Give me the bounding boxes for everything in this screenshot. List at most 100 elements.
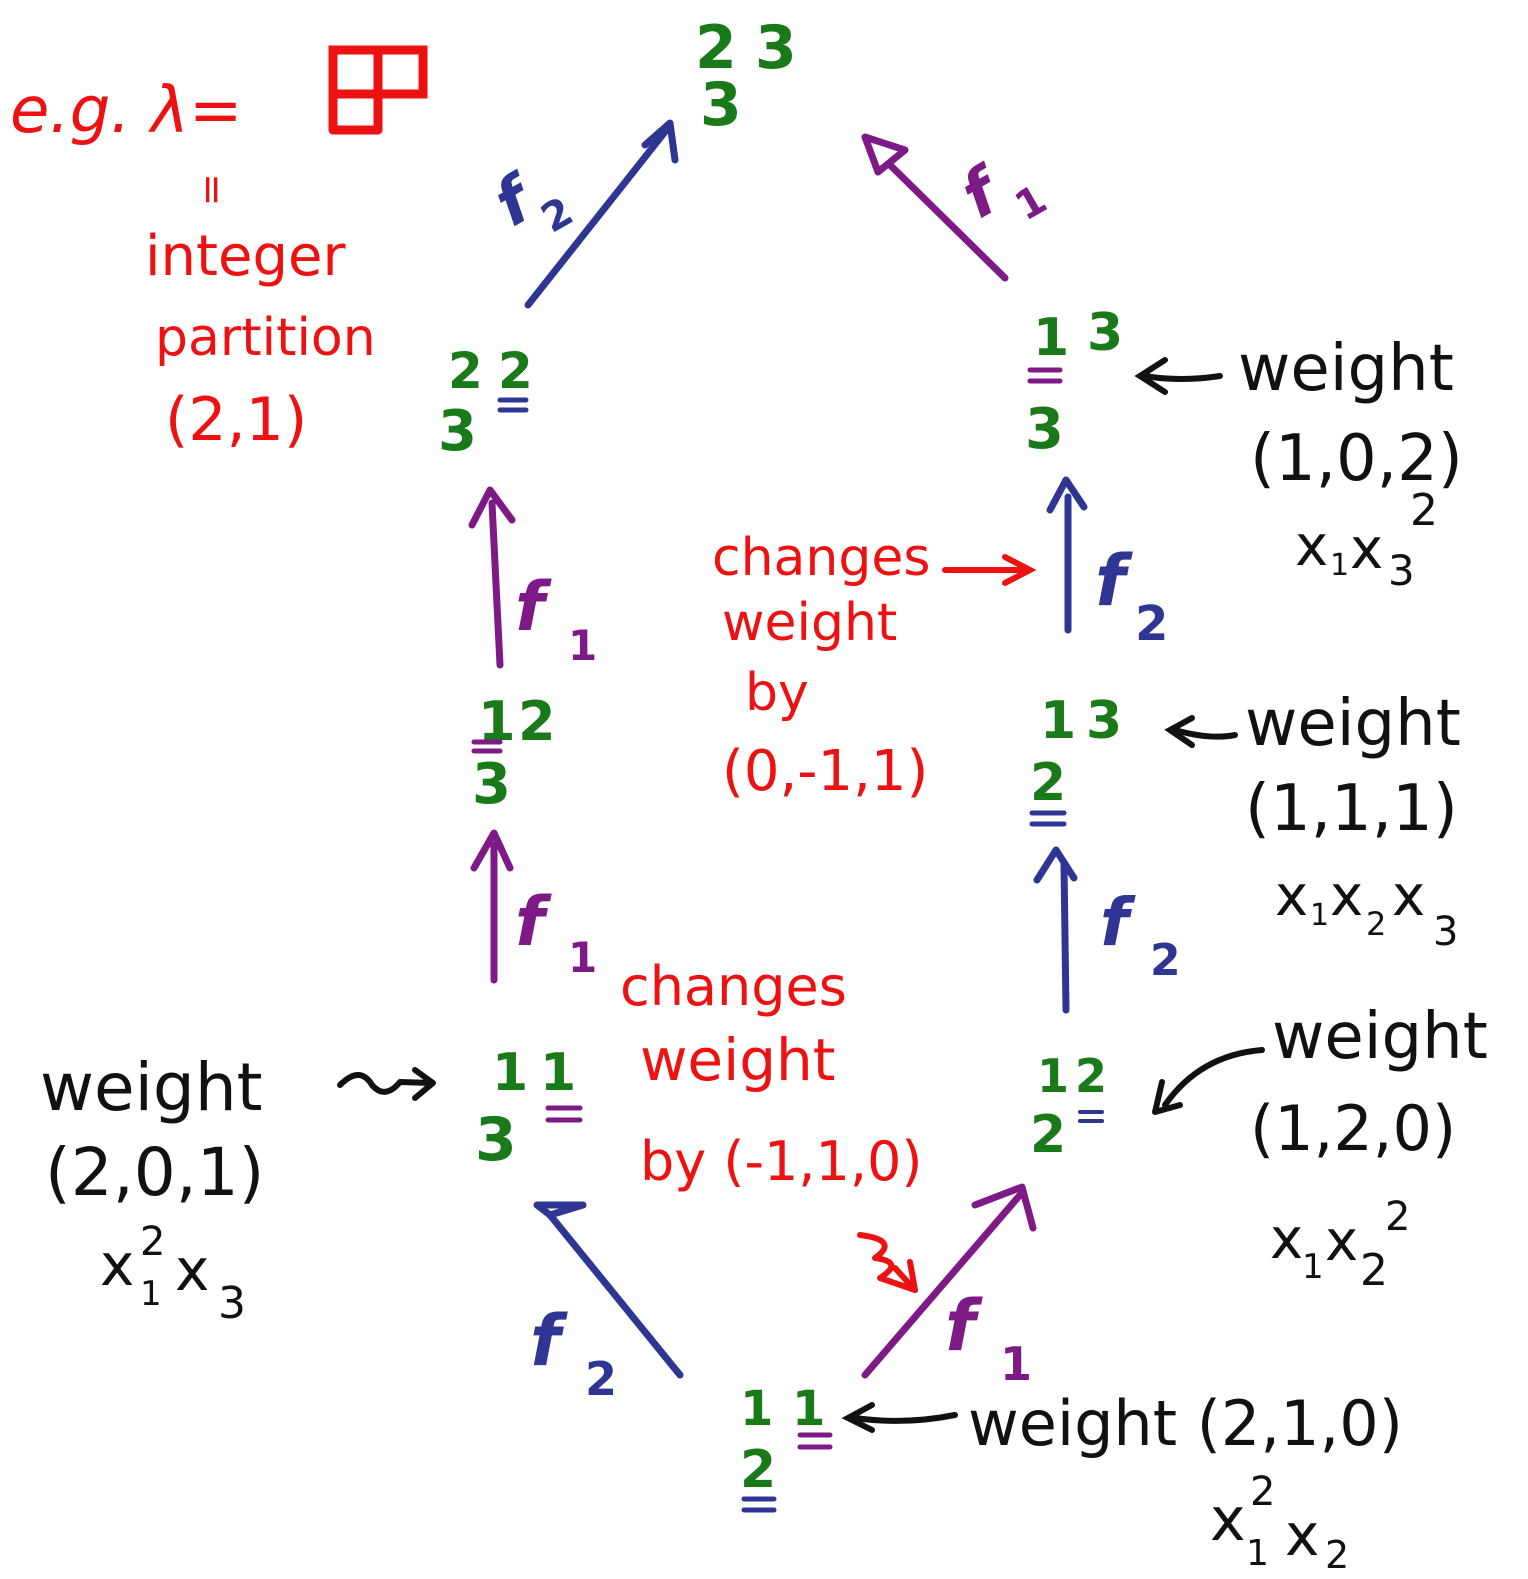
svg-text:x: x	[1295, 514, 1328, 579]
svg-text:x: x	[1325, 1209, 1358, 1274]
tableau-bottom-r1a: 1	[740, 1381, 773, 1437]
weight-right-lower-pointer	[1152, 1047, 1265, 1115]
arrowhead-left-lower-to-left-middle	[470, 829, 514, 872]
tableau-top-r1b: 3	[755, 13, 797, 83]
label-f2-right-lower: f 2	[1100, 884, 1181, 986]
weight-left: weight (2,0,1) x 2 1 x 3	[40, 1049, 436, 1329]
tableau-right-upper-r1b: 3	[1087, 303, 1123, 363]
svg-text:2: 2	[1135, 596, 1168, 652]
svg-text:weight: weight	[1245, 687, 1461, 761]
svg-text:2: 2	[1366, 905, 1386, 943]
arrowhead-right-lower-to-right-middle	[1033, 846, 1078, 884]
partition-tuple-text: (2,1)	[165, 385, 307, 455]
arrowhead-bottom-to-right-lower	[971, 1183, 1037, 1232]
svg-text:2: 2	[1325, 1533, 1349, 1577]
equals-vertical: =	[189, 173, 235, 207]
weight-bottom: weight (2,1,0) x 2 1 x 2	[841, 1387, 1403, 1577]
tableau-bottom-r1b: 1	[792, 1381, 825, 1437]
svg-text:(1,1,1): (1,1,1)	[1245, 772, 1458, 846]
svg-text:3: 3	[1433, 909, 1458, 955]
weight-bottom-pointer	[841, 1402, 958, 1433]
label-f1-top-right: f 1	[949, 152, 1054, 234]
tableau-left-upper: 2 2 3	[438, 342, 533, 464]
svg-text:1: 1	[1007, 176, 1054, 230]
tableau-right-upper: 1 3 3	[1025, 303, 1123, 462]
svg-text:3: 3	[1388, 546, 1415, 595]
svg-text:f: f	[1100, 884, 1136, 961]
svg-text:weight: weight	[1272, 1000, 1488, 1074]
svg-text:2: 2	[585, 1352, 617, 1406]
weight-right-middle-monomial: x 1 x 2 x 3	[1275, 864, 1458, 955]
svg-text:x: x	[1350, 517, 1383, 582]
tableau-right-lower-r1b: 2	[1075, 1049, 1107, 1103]
annotation-top-arrow	[942, 554, 1037, 586]
tableau-left-upper-r2: 3	[438, 399, 477, 464]
tableau-right-lower: 1 2 2	[1030, 1049, 1107, 1165]
tableau-left-lower-r2: 3	[475, 1105, 517, 1175]
svg-text:f: f	[1095, 540, 1133, 622]
svg-text:f: f	[530, 1300, 568, 1382]
tableau-right-middle-r1b: 3	[1086, 691, 1122, 751]
svg-text:weight: weight	[1238, 332, 1454, 406]
svg-text:x: x	[1270, 1207, 1303, 1272]
tableau-right-middle-r1a: 1	[1040, 691, 1076, 751]
svg-text:weight: weight	[722, 593, 897, 653]
edge-left-middle-to-left-upper	[488, 499, 504, 669]
intro-block: e.g. λ= = integer partition (2,1)	[10, 45, 428, 455]
svg-text:2: 2	[140, 1219, 165, 1265]
tableau-left-middle-r2: 3	[472, 752, 511, 817]
weight-right-middle-pointer	[1164, 715, 1238, 748]
arrowhead-right-upper-to-top	[861, 133, 909, 176]
svg-text:1: 1	[568, 933, 597, 982]
svg-text:x: x	[1285, 1501, 1319, 1569]
svg-text:(1,0,2): (1,0,2)	[1250, 422, 1463, 496]
edge-bottom-to-left-lower	[546, 1211, 684, 1379]
svg-text:x: x	[1275, 864, 1308, 929]
svg-text:1: 1	[1330, 548, 1349, 583]
svg-text:3: 3	[218, 1278, 246, 1329]
annotation-changes-bottom: changes weight by (-1,1,0)	[620, 955, 922, 1293]
weight-bottom-monomial: x 2 1 x 2	[1210, 1469, 1349, 1577]
svg-text:1: 1	[140, 1274, 162, 1314]
tableau-bottom: 1 1 2	[740, 1381, 833, 1513]
svg-text:2: 2	[1150, 935, 1181, 986]
weight-right-upper: weight (1,0,2) x 1 x 2 3	[1134, 332, 1463, 595]
tableau-left-middle: 1 2 3	[471, 690, 556, 817]
arrowhead-right-middle-to-right-upper	[1046, 476, 1088, 514]
tableau-left-lower-r1b: 1	[540, 1043, 576, 1103]
svg-text:1: 1	[1000, 1337, 1032, 1391]
weight-right-lower-monomial: x 1 x 2 2	[1270, 1194, 1410, 1296]
arrowhead-bottom-to-left-lower	[533, 1201, 587, 1219]
svg-text:x: x	[100, 1231, 134, 1299]
edge-right-lower-to-right-middle	[1060, 861, 1070, 1014]
tableau-left-lower-r1a: 1	[492, 1043, 528, 1103]
svg-text:2: 2	[534, 189, 581, 243]
label-f1-left-lower: f 1	[515, 883, 597, 982]
svg-text:1: 1	[1302, 1247, 1324, 1287]
edge-left-upper-to-top	[524, 124, 672, 309]
label-f2-top-left: f 2	[483, 160, 581, 243]
label-f2-bottom-left: f 2	[530, 1300, 617, 1406]
svg-text:2: 2	[1250, 1469, 1275, 1515]
svg-text:by: by	[745, 663, 809, 723]
svg-text:2: 2	[1385, 1194, 1410, 1240]
edge-bottom-to-right-lower	[861, 1191, 1024, 1379]
svg-text:changes: changes	[620, 955, 847, 1018]
svg-text:f: f	[945, 1285, 983, 1367]
integer-text: integer	[145, 224, 346, 289]
weight-left-monomial: x 2 1 x 3	[100, 1219, 246, 1329]
svg-text:x: x	[1330, 864, 1363, 929]
edge-right-upper-to-top	[886, 161, 1009, 282]
svg-text:weight: weight	[40, 1049, 263, 1126]
tableau-left-lower: 1 1 3	[475, 1043, 583, 1175]
tableau-right-upper-r2: 3	[1025, 397, 1064, 462]
svg-text:weight (2,1,0): weight (2,1,0)	[968, 1387, 1403, 1460]
svg-text:(0,-1,1): (0,-1,1)	[722, 739, 928, 804]
svg-text:f: f	[515, 568, 552, 647]
tableau-top-r2: 3	[700, 70, 742, 140]
crystal-edges	[468, 119, 1088, 1379]
tableau-left-upper-r1b: 2	[498, 342, 533, 400]
weight-right-upper-pointer	[1134, 357, 1223, 395]
weight-right-middle: weight (1,1,1) x 1 x 2 x 3	[1164, 687, 1461, 955]
